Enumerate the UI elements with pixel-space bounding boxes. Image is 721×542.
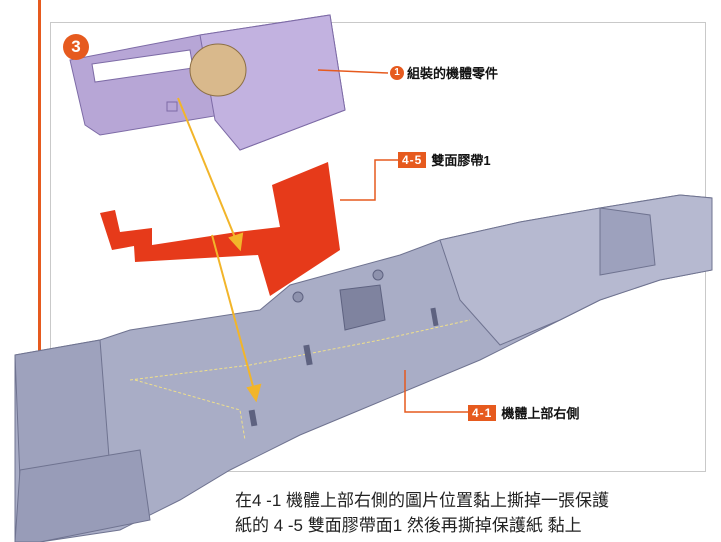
leader-lines: [317, 69, 468, 413]
fuselage-part: [14, 194, 713, 542]
caption-line: 在4 -1 機體上部右側的圖片位置黏上撕掉一張保護: [235, 491, 610, 510]
double-sided-tape: [100, 162, 340, 296]
assembled-part: [69, 14, 346, 151]
part-number-tag: 4-1: [468, 404, 497, 421]
part-number-tag: 4-5: [398, 151, 427, 168]
callout-tape: 4-5 雙面膠帶1: [398, 150, 491, 169]
callout-assembled-part: 1 組裝的機體零件: [390, 63, 498, 82]
callout-label: 雙面膠帶1: [431, 153, 491, 168]
callout-number: 1: [390, 65, 404, 80]
assembly-arrows: [177, 97, 262, 403]
callout-label: 組裝的機體零件: [407, 66, 499, 81]
step-number-badge: 3: [63, 34, 89, 60]
orange-margin-rule: [38, 0, 41, 542]
instruction-caption: 在4 -1 機體上部右側的圖片位置黏上撕掉一張保護 紙的 4 -5 雙面膠帶面1…: [233, 488, 717, 538]
callout-fuselage: 4-1 機體上部右側: [468, 403, 579, 422]
callout-label: 機體上部右側: [501, 406, 580, 421]
caption-line: 紙的 4 -5 雙面膠帶面1 然後再撕掉保護紙 黏上: [235, 516, 582, 535]
